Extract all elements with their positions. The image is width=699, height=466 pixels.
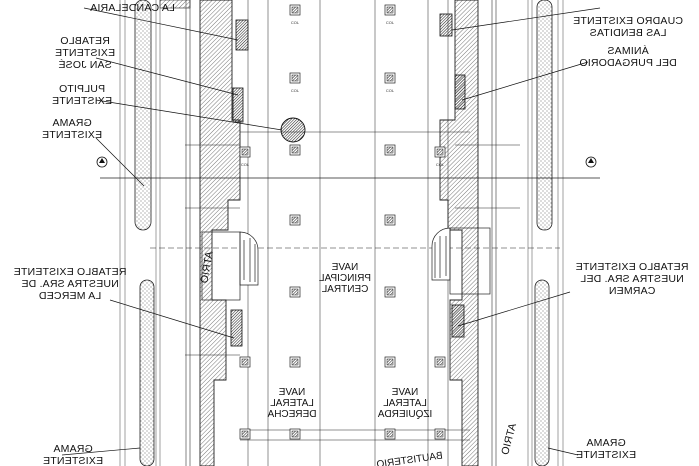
svg-text:LATERAL: LATERAL xyxy=(383,398,427,409)
columns xyxy=(239,4,446,440)
svg-text:DEL PURGADORIO: DEL PURGADORIO xyxy=(579,57,677,69)
svg-text:CENTRAL: CENTRAL xyxy=(321,284,368,295)
label-carmen: RETABLO EXISTENTE NUESTRA SRA. DEL CARME… xyxy=(576,261,689,297)
label-atrio-right: ATRIO xyxy=(499,422,519,456)
svg-text:NAVE: NAVE xyxy=(391,387,418,398)
svg-text:COL: COL xyxy=(386,88,395,93)
svg-text:ÁNIMAS: ÁNIMAS xyxy=(607,44,648,57)
svg-text:COL: COL xyxy=(436,162,445,167)
svg-text:LAS BENDITAS: LAS BENDITAS xyxy=(590,27,667,39)
svg-text:NAVE: NAVE xyxy=(278,387,305,398)
svg-text:COL: COL xyxy=(241,162,250,167)
altar-pieces xyxy=(230,13,466,347)
svg-text:GRAMA: GRAMA xyxy=(52,117,92,129)
svg-text:RETABLO EXISTENTE: RETABLO EXISTENTE xyxy=(576,261,689,273)
label-san-jose: RETABLO EXISTENTE SAN JOSÉ xyxy=(55,35,115,71)
svg-text:GRAMA: GRAMA xyxy=(586,437,626,449)
label-nave-izquierda: NAVE LATERAL IZQUIERDA xyxy=(377,387,432,420)
svg-text:SAN JOSÉ: SAN JOSÉ xyxy=(58,58,112,71)
svg-text:PRINCIPAL: PRINCIPAL xyxy=(319,273,371,284)
label-la-candelaria: LA CANDELARIA xyxy=(90,2,175,14)
svg-text:EXISTENTE: EXISTENTE xyxy=(43,455,103,466)
svg-text:EXISTENTE: EXISTENTE xyxy=(52,95,112,107)
left-garden-strip xyxy=(119,0,161,466)
label-grama-bottom-right: GRAMA EXISTENTE xyxy=(576,437,636,461)
svg-text:NUESTRA SRA. DEL: NUESTRA SRA. DEL xyxy=(580,273,684,285)
svg-text:EXISTENTE: EXISTENTE xyxy=(42,129,102,141)
svg-text:COL: COL xyxy=(386,20,395,25)
svg-text:COL: COL xyxy=(291,88,300,93)
svg-text:LATERAL: LATERAL xyxy=(270,398,314,409)
label-atrio-left: ATRIO xyxy=(198,251,215,285)
svg-text:NUESTRA SRA. DE: NUESTRA SRA. DE xyxy=(21,278,119,290)
section-marker-left xyxy=(96,156,108,168)
nave-grid xyxy=(100,0,600,466)
leader-lines xyxy=(61,7,601,456)
column-tags: COL COL COL COL COL COL xyxy=(241,20,445,167)
svg-text:EXISTENTE: EXISTENTE xyxy=(55,47,115,59)
svg-text:LA MERCED: LA MERCED xyxy=(39,290,102,302)
label-merced: RETABLO EXISTENTE NUESTRA SRA. DE LA MER… xyxy=(14,266,127,302)
door-openings xyxy=(201,227,491,301)
label-grama-bottom-left: GRAMA EXISTENTE xyxy=(43,443,103,466)
svg-text:EXISTENTE: EXISTENTE xyxy=(576,449,636,461)
svg-text:COL: COL xyxy=(291,20,300,25)
label-nave-central: NAVE PRINCIPAL CENTRAL xyxy=(319,262,371,295)
svg-text:CUADRO EXISTENTE: CUADRO EXISTENTE xyxy=(573,15,683,27)
label-cuadro: CUADRO EXISTENTE LAS BENDITAS ÁNIMAS DEL… xyxy=(573,15,683,69)
label-nave-derecha: NAVE LATERAL DERECHA xyxy=(267,387,316,420)
svg-text:GRAMA: GRAMA xyxy=(53,443,93,455)
label-pulpito: PULPITO EXISTENTE xyxy=(52,83,112,107)
left-wall xyxy=(159,0,241,466)
section-marker-right xyxy=(585,156,597,168)
svg-text:NAVE: NAVE xyxy=(331,262,358,273)
label-grama-top: GRAMA EXISTENTE xyxy=(42,117,102,141)
svg-text:DERECHA: DERECHA xyxy=(267,409,316,420)
label-bautisterio: BAUTISTERIO xyxy=(376,450,444,466)
svg-text:RETABLO EXISTENTE: RETABLO EXISTENTE xyxy=(14,266,127,278)
svg-text:IZQUIERDA: IZQUIERDA xyxy=(377,409,432,420)
pulpit-symbol xyxy=(280,117,306,143)
svg-text:CARMEN: CARMEN xyxy=(609,285,656,297)
right-garden-strip xyxy=(527,0,564,466)
svg-text:RETABLO: RETABLO xyxy=(60,35,110,47)
svg-text:PULPITO: PULPITO xyxy=(59,83,105,95)
